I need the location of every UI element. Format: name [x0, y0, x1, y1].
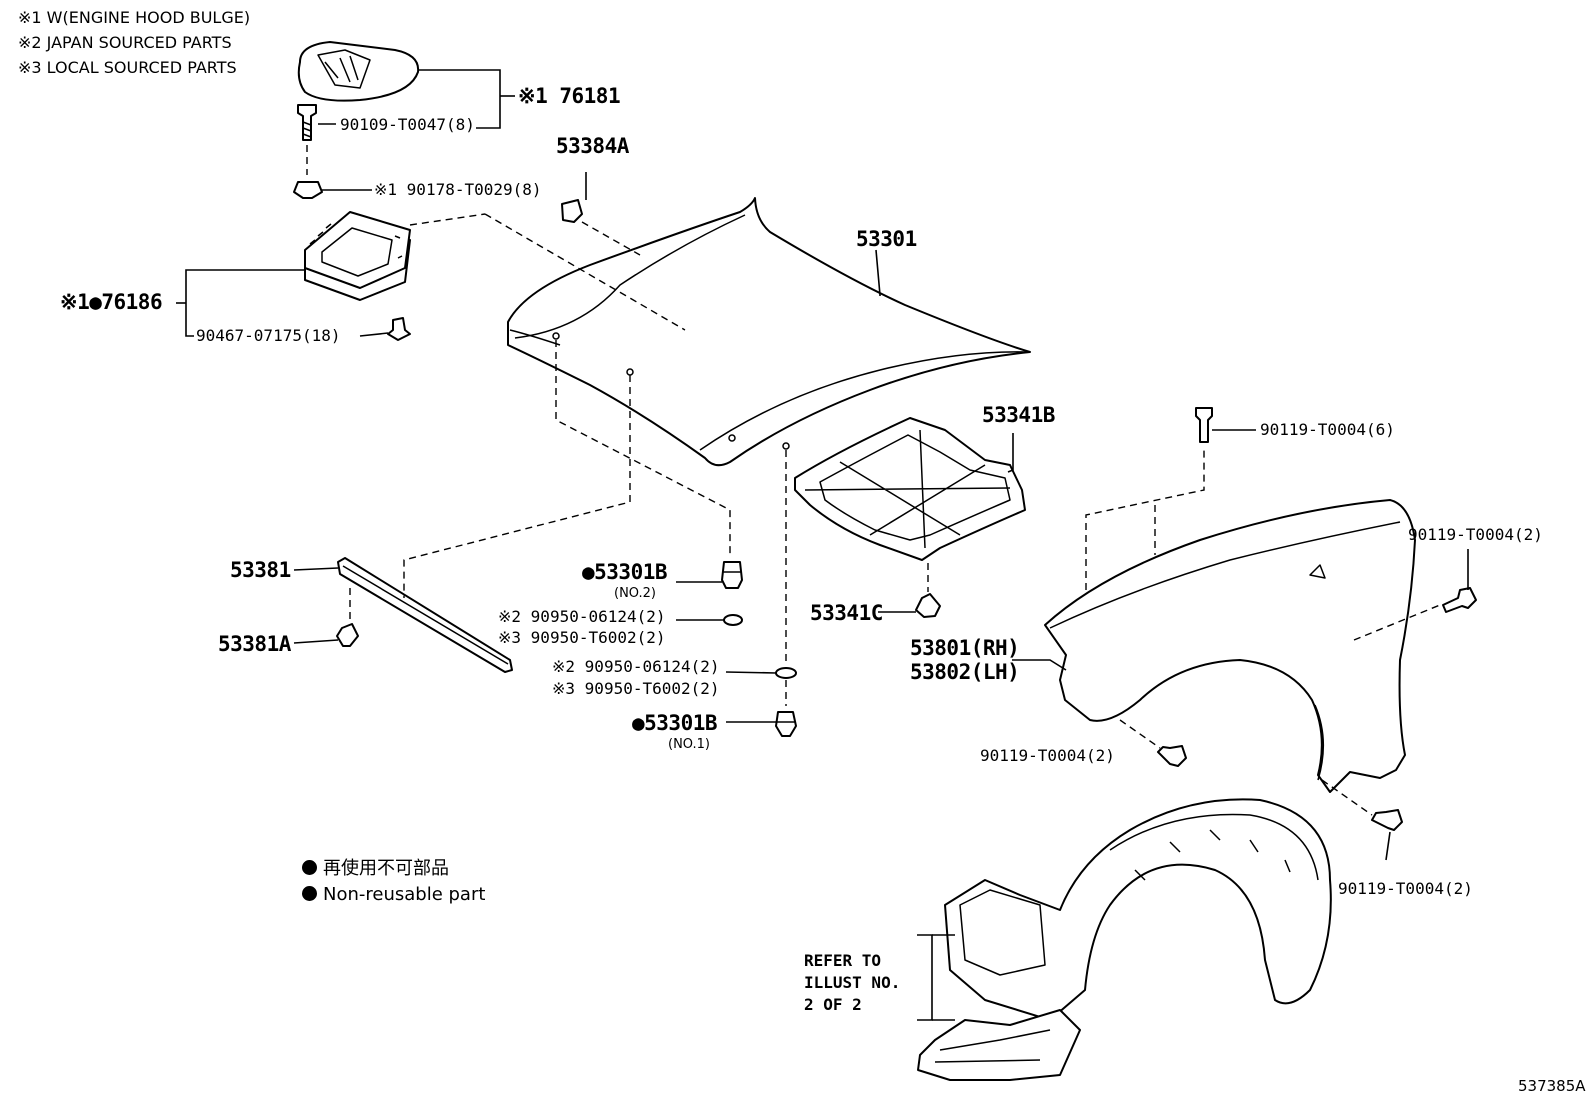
legend-en-text: Non-reusable part [323, 884, 486, 905]
label-90467: 90467-07175(18) [196, 326, 341, 345]
hood-panel [507, 197, 1031, 467]
washer-lower [775, 667, 797, 679]
label-90950-jp-2: ※2 90950-06124(2) [552, 657, 720, 676]
bolt-90109 [297, 104, 317, 141]
label-no2: (NO.2) [614, 586, 656, 601]
label-53301B-no1: ●53301B [632, 711, 718, 735]
label-90119-lower: 90119-T0004(2) [980, 746, 1115, 765]
bolt-90119-lower [1157, 745, 1187, 767]
label-90950-jp-1: ※2 90950-06124(2) [498, 607, 666, 626]
hood-insulator [794, 417, 1026, 561]
assembly-lines [403, 213, 1441, 816]
hood-cushion-53384A [561, 199, 583, 223]
hood-holes [552, 332, 790, 450]
label-90109: 90109-T0047(8) [340, 115, 475, 134]
bolt-90119-side [1442, 587, 1477, 613]
bulge-gasket-part [304, 211, 411, 301]
label-53801: 53801(RH) [910, 636, 1020, 660]
label-90119-side: 90119-T0004(2) [1408, 525, 1543, 544]
label-53381A: 53381A [218, 632, 291, 656]
clip-53381A [336, 623, 359, 647]
label-53341C: 53341C [810, 601, 883, 625]
note-2: ※2 JAPAN SOURCED PARTS [18, 33, 232, 52]
legend-jp-text: 再使用不可部品 [323, 858, 449, 879]
legend-en: Non-reusable part [302, 882, 485, 908]
label-90178: ※1 90178-T0029(8) [374, 180, 542, 199]
label-53381: 53381 [230, 558, 291, 582]
bolt-90119-top [1195, 407, 1213, 443]
label-53341B: 53341B [982, 403, 1055, 427]
label-53301: 53301 [856, 227, 917, 251]
clip-53341C [915, 593, 941, 618]
front-fender [1044, 499, 1416, 793]
label-90950-local-1: ※3 90950-T6002(2) [498, 628, 666, 647]
bullet-dot [302, 860, 317, 875]
label-53802: 53802(LH) [910, 660, 1020, 684]
clip-90467 [387, 317, 411, 341]
fender-liner [917, 798, 1332, 1081]
hood-stopper-no1 [775, 711, 797, 737]
refer-note: REFER TO ILLUST NO. 2 OF 2 [804, 951, 901, 1014]
label-53384A: 53384A [556, 134, 629, 158]
illustration-code: 537385A [1518, 1077, 1586, 1095]
label-76186: ※1●76186 [60, 290, 163, 314]
hood-seal-strip [337, 557, 513, 673]
hood-bulge-part [297, 41, 420, 102]
label-no1: (NO.1) [668, 737, 710, 752]
bolt-90119-rear [1371, 809, 1403, 831]
label-90950-local-2: ※3 90950-T6002(2) [552, 679, 720, 698]
label-90119-rear: 90119-T0004(2) [1338, 879, 1473, 898]
note-1: ※1 W(ENGINE HOOD BULGE) [18, 8, 251, 27]
washer-upper [723, 614, 743, 626]
bullet-dot [302, 886, 317, 901]
label-90119-top: 90119-T0004(6) [1260, 420, 1395, 439]
nut-90178 [293, 181, 323, 199]
label-53301B-no2: ●53301B [582, 560, 668, 584]
legend-jp: 再使用不可部品 [302, 856, 449, 882]
hood-stopper-no2 [721, 561, 743, 589]
note-3: ※3 LOCAL SOURCED PARTS [18, 58, 237, 77]
leader-lines [176, 69, 1469, 1021]
label-76181: ※1 76181 [518, 84, 621, 108]
